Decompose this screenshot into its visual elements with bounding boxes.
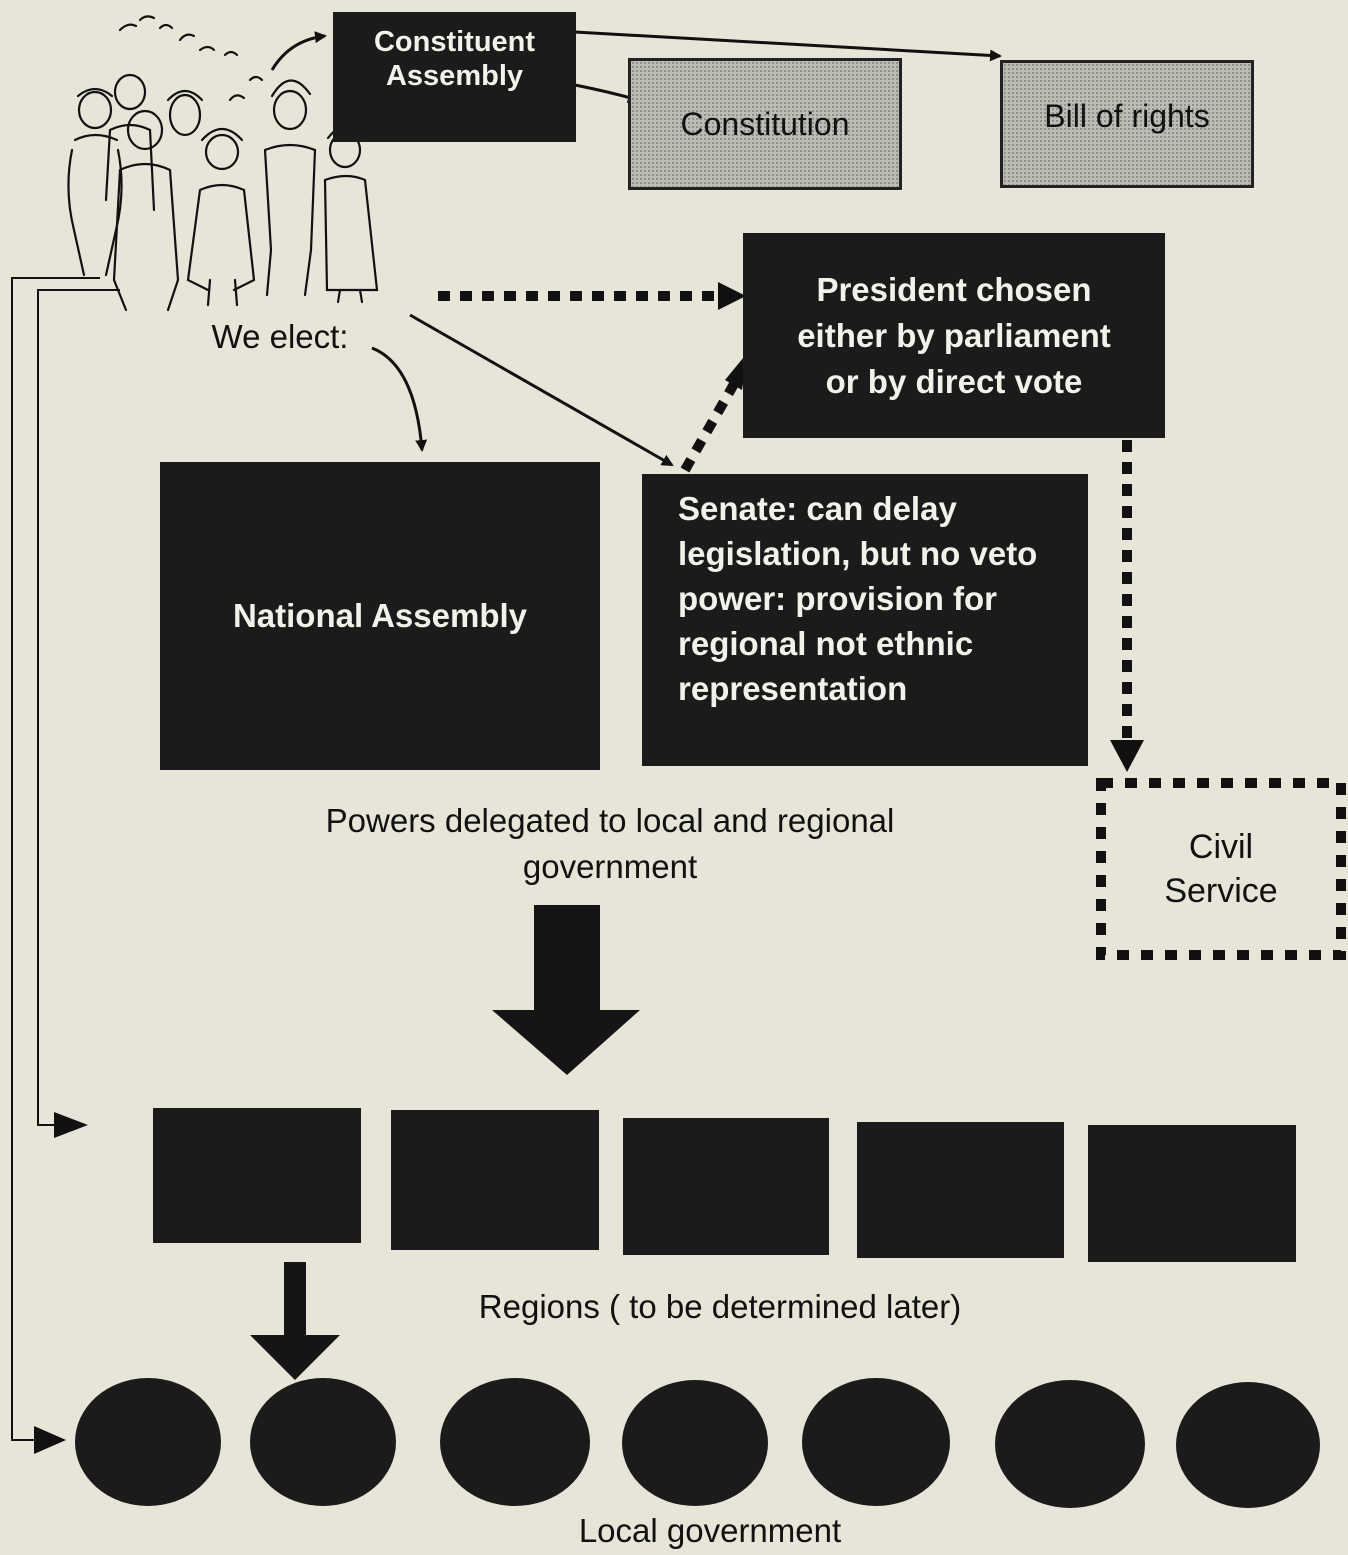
president-label: President chosen either by parliament or… <box>797 270 1111 400</box>
bracket-line-inner <box>37 289 120 1126</box>
bill-of-rights-box: Bill of rights <box>1000 60 1254 188</box>
constituent-assembly-label: Constituent Assembly <box>373 26 536 92</box>
big-down-arrow <box>492 905 640 1075</box>
constitution-label: Constitution <box>680 105 850 142</box>
region-box <box>153 1108 361 1243</box>
bill-of-rights-label: Bill of rights <box>1044 97 1210 134</box>
dotted-arrowhead-senate <box>725 352 748 390</box>
civil-service-box: Civil Service <box>1106 788 1336 950</box>
region-box <box>391 1110 599 1250</box>
crowd-of-people-icon <box>67 15 379 312</box>
local-government-circle <box>440 1378 590 1506</box>
arrow-to-national-assembly <box>371 346 428 452</box>
senate-label: Senate: can delay legislation, but no ve… <box>678 490 1038 707</box>
local-government-circle <box>622 1380 768 1506</box>
local-government-circle <box>802 1378 950 1506</box>
local-government-circle <box>75 1378 221 1506</box>
local-government-circle <box>1176 1382 1320 1508</box>
civil-service-label: Civil Service <box>1164 828 1278 910</box>
constitution-box: Constitution <box>628 58 902 190</box>
constituent-assembly-box: Constituent Assembly <box>333 12 576 142</box>
senate-box: Senate: can delay legislation, but no ve… <box>642 474 1088 766</box>
region-box <box>623 1118 829 1255</box>
arrowhead-to-regions <box>54 1112 88 1138</box>
dotted-arrowhead-president <box>718 282 746 310</box>
regions-label: Regions ( to be determined later) <box>478 1288 962 1325</box>
arrowhead-to-local-government <box>34 1426 66 1454</box>
national-assembly-box: National Assembly <box>160 462 600 770</box>
local-government-circle <box>995 1380 1145 1508</box>
we-elect-label: We elect: <box>211 318 349 355</box>
region-box <box>1088 1125 1296 1262</box>
arrow-to-senate <box>409 313 674 467</box>
national-assembly-label: National Assembly <box>232 597 528 634</box>
local-government-circle <box>250 1378 396 1506</box>
civil-service-border <box>1096 778 1346 960</box>
local-government-label: Local government <box>578 1512 842 1549</box>
arrow-to-bill-of-rights <box>574 30 1002 62</box>
region-box <box>857 1122 1064 1258</box>
dotted-arrowhead-civil-service <box>1110 740 1144 772</box>
president-box: President chosen either by parliament or… <box>743 233 1165 438</box>
small-down-arrow <box>250 1262 340 1380</box>
dotted-line-senate-to-president <box>680 381 739 473</box>
bracket-line-outer <box>11 277 100 1441</box>
powers-delegated-label: Powers delegated to local and regional g… <box>325 802 895 885</box>
arrow-crowd-to-constituent-assembly <box>270 31 327 71</box>
